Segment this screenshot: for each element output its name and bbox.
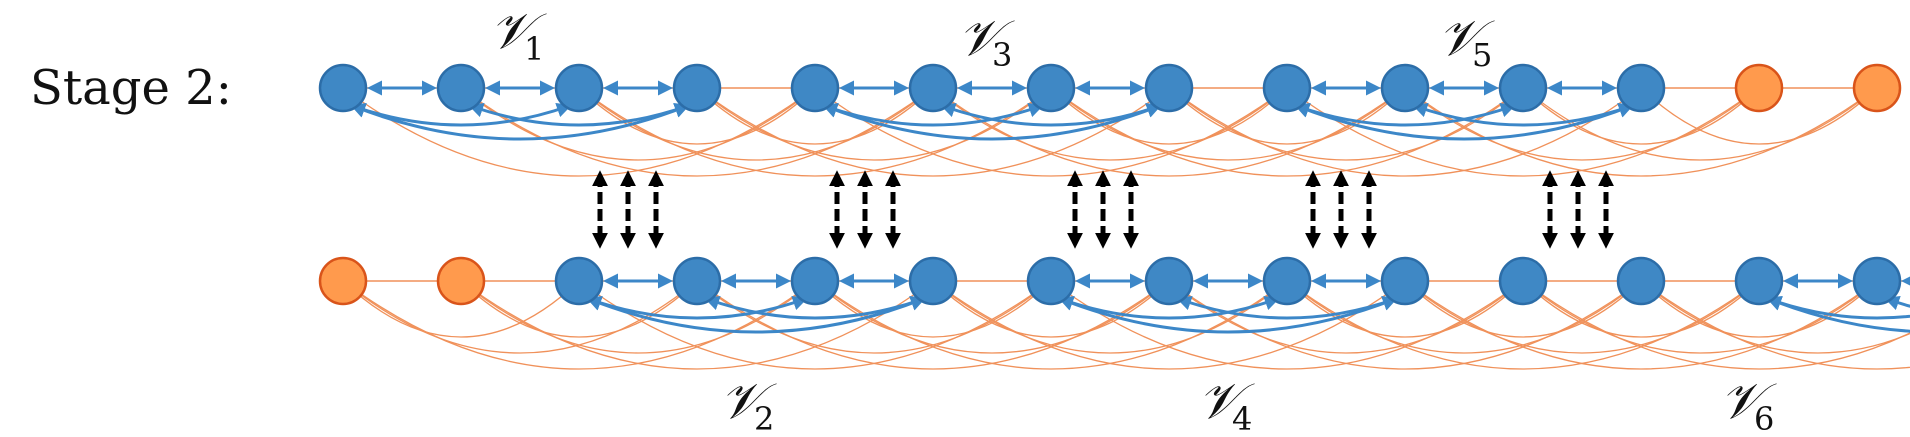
orange-edge	[696, 87, 1170, 177]
active-node	[1144, 63, 1194, 113]
stage-label: Stage 2:	[30, 60, 232, 116]
inactive-node	[436, 256, 486, 306]
active-node	[1380, 63, 1430, 113]
active-node	[1026, 256, 1076, 306]
orange-edge	[342, 87, 816, 177]
active-node	[1262, 63, 1312, 113]
orange-edge	[1404, 280, 1642, 338]
orange-edge	[578, 87, 1052, 177]
blue-edge	[1176, 295, 1398, 320]
active-node	[1852, 256, 1902, 306]
active-node	[318, 63, 368, 113]
orange-edge	[342, 280, 816, 370]
active-node	[1498, 256, 1548, 306]
group-label-v5: 𝒱 5	[1438, 9, 1495, 74]
orange-edge	[1168, 280, 1642, 370]
sync-arrow-group	[591, 170, 665, 249]
orange-edge	[1640, 280, 1910, 354]
orange-edge-layer	[342, 87, 1910, 370]
orange-edge	[1050, 87, 1524, 177]
sync-arrow-group	[828, 170, 902, 249]
active-node	[1144, 256, 1194, 306]
orange-edge	[814, 87, 1288, 177]
orange-edge	[460, 280, 934, 370]
group-label-v3: 𝒱 3	[958, 9, 1015, 74]
node-layer	[318, 63, 1902, 306]
active-node	[672, 256, 722, 306]
orange-edge	[932, 87, 1406, 177]
active-node	[790, 63, 840, 113]
active-node	[1380, 256, 1430, 306]
orange-edge	[1522, 280, 1760, 338]
inactive-node	[1852, 63, 1902, 113]
active-node	[672, 63, 722, 113]
orange-edge	[932, 280, 1406, 370]
blue-edge	[822, 103, 1162, 141]
group-label-v4: 𝒱 4	[1198, 372, 1255, 437]
orange-edge	[1404, 280, 1878, 370]
blue-edge	[940, 102, 1162, 127]
active-node	[790, 256, 840, 306]
orange-edge	[1404, 87, 1878, 177]
sync-arrow-group	[1304, 170, 1378, 249]
active-node	[1616, 256, 1666, 306]
blue-edge	[1058, 296, 1398, 334]
group-label-v2: 𝒱 2	[720, 372, 777, 437]
group-label-v1: 𝒱 1	[490, 2, 547, 68]
active-node	[554, 256, 604, 306]
orange-edge	[1522, 280, 1910, 370]
orange-edge	[342, 280, 580, 338]
inactive-node	[318, 256, 368, 306]
orange-edge	[1286, 280, 1760, 370]
group-index: 3	[992, 36, 1012, 74]
blue-edge-layer	[350, 80, 1910, 334]
orange-edge	[1640, 280, 1910, 370]
orange-edge	[1050, 280, 1524, 370]
orange-edge	[1404, 280, 1760, 354]
group-index: 2	[754, 400, 774, 437]
orange-edge	[814, 280, 1288, 370]
active-node	[1262, 256, 1312, 306]
active-node	[1026, 63, 1076, 113]
sync-arrow-layer	[591, 170, 1615, 249]
active-node	[1498, 63, 1548, 113]
group-index: 6	[1754, 400, 1774, 437]
orange-edge	[578, 280, 1052, 370]
blue-edge	[350, 103, 690, 141]
active-node	[908, 63, 958, 113]
orange-edge	[1168, 87, 1642, 177]
group-index: 1	[524, 30, 544, 68]
sync-arrow-group	[1541, 170, 1615, 249]
orange-edge	[696, 280, 1170, 370]
blue-edge	[586, 296, 926, 334]
blue-edge	[1412, 102, 1634, 127]
group-label-v6: 𝒱 6	[1720, 372, 1777, 437]
blue-edge	[704, 295, 926, 320]
orange-edge	[1640, 87, 1878, 145]
blue-edge	[468, 102, 690, 127]
blue-edge	[1294, 103, 1634, 141]
active-node	[554, 63, 604, 113]
orange-edge	[1286, 87, 1760, 177]
sync-arrow-group	[1066, 170, 1140, 249]
active-node	[1616, 63, 1666, 113]
active-node	[436, 63, 486, 113]
orange-edge	[460, 87, 934, 177]
group-index: 5	[1472, 36, 1492, 74]
inactive-node	[1734, 63, 1784, 113]
active-node	[908, 256, 958, 306]
group-index: 4	[1232, 400, 1252, 437]
active-node	[1734, 256, 1784, 306]
blue-edge	[1766, 296, 1910, 333]
